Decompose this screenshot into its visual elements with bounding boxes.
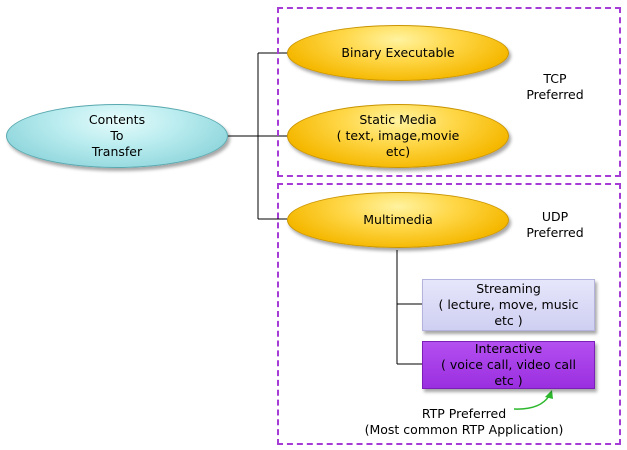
tcp-group (277, 7, 621, 177)
rtp-arrow (513, 395, 550, 410)
multimedia-node: Multimedia (287, 192, 509, 248)
udp-preferred-label: UDP Preferred (526, 209, 584, 240)
binary-executable-node: Binary Executable (287, 25, 509, 81)
tcp-preferred-label: TCP Preferred (526, 71, 584, 102)
static-media-node: Static Media ( text, image,movie etc) (287, 104, 509, 168)
interactive-node: Interactive ( voice call, video call etc… (422, 341, 595, 389)
rtp-note: RTP Preferred (Most common RTP Applicati… (364, 406, 564, 437)
udp-group (277, 183, 621, 445)
root-node: Contents To Transfer (6, 104, 228, 168)
streaming-node: Streaming ( lecture, move, music etc ) (422, 279, 595, 331)
